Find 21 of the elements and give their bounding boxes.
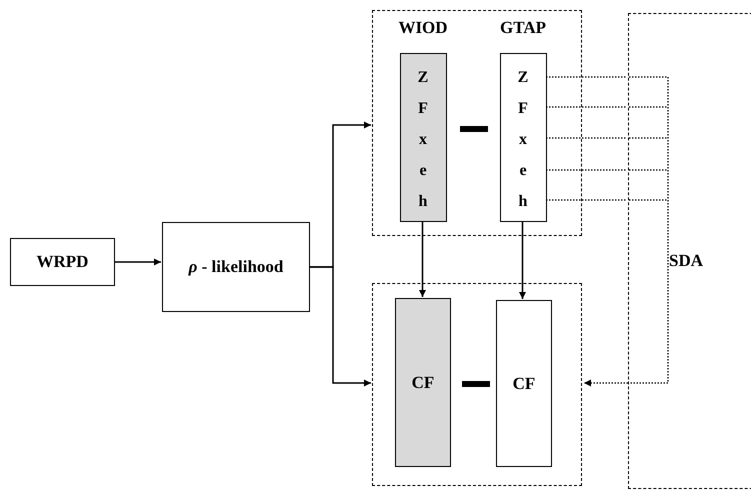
- box-label: ρ - likelihood: [188, 256, 284, 278]
- dashed-group-box: [372, 283, 582, 486]
- region-label: SDA: [669, 250, 704, 272]
- arrow: [115, 258, 161, 266]
- process-box: [496, 300, 552, 467]
- box-label: CF: [412, 372, 434, 394]
- arrow: [584, 380, 628, 386]
- column-heading: GTAP: [500, 17, 546, 39]
- arrow: [310, 266, 371, 386]
- arrow: [519, 222, 526, 299]
- process-box: [10, 238, 115, 286]
- process-box: [162, 222, 310, 312]
- variable-list: Z F x e h: [515, 62, 531, 221]
- box-label: CF: [512, 372, 536, 395]
- dashed-group-box: [372, 10, 582, 236]
- dashed-region: [628, 13, 751, 489]
- process-box: [395, 298, 451, 467]
- column-heading: WIOD: [398, 17, 448, 39]
- arrow: [419, 222, 426, 297]
- box-label: WRPD: [36, 251, 88, 274]
- variable-list: Z F x e h: [415, 62, 431, 221]
